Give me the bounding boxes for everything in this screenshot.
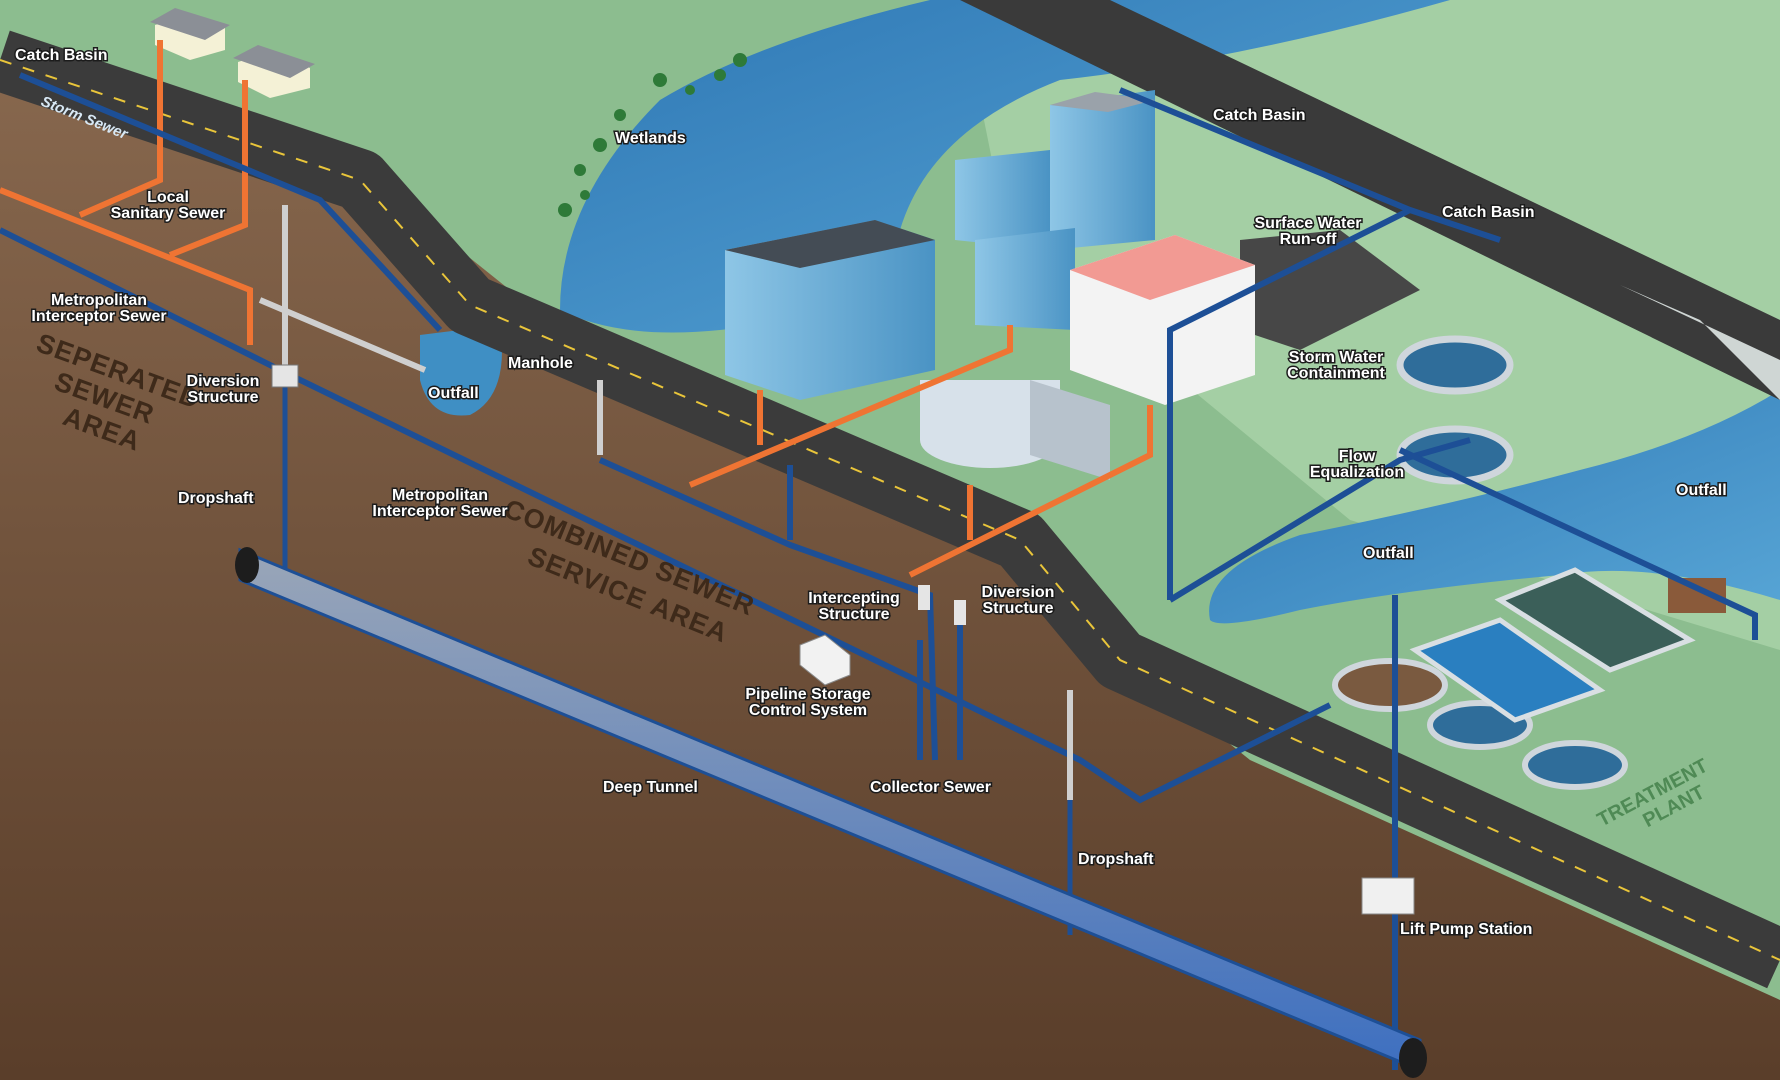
label-wetlands: Wetlands <box>615 130 686 147</box>
label-metro-interceptor-left-1: Metropolitan <box>51 292 147 309</box>
label-deep-tunnel: Deep Tunnel <box>603 779 698 796</box>
treatment-plant-tanks <box>1332 335 1726 790</box>
label-outfall-right: Outfall <box>1676 482 1727 499</box>
label-diversion-right-2: Structure <box>982 600 1053 617</box>
label-catch-basin-top-left: Catch Basin <box>15 47 107 64</box>
label-intercepting-1: Intercepting <box>808 590 900 607</box>
parking-lot <box>1240 230 1420 350</box>
label-intercepting-2: Structure <box>818 606 889 623</box>
main-road-centerline <box>0 59 1780 961</box>
pipeline-storage-box <box>799 634 851 686</box>
round-building <box>920 380 1110 480</box>
grey-shafts <box>258 205 1073 800</box>
label-diversion-left-2: Structure <box>187 389 258 406</box>
diversion-structure-right <box>954 600 966 625</box>
label-flow-eq-1: Flow <box>1339 448 1376 465</box>
river-lower <box>1209 390 1780 624</box>
deep-tunnel-end <box>235 547 259 583</box>
label-local-sanitary-2: Sanitary Sewer <box>111 205 226 222</box>
label-local-sanitary-1: Local <box>147 189 189 206</box>
sanitary-sewer-pipes <box>0 40 1153 578</box>
highway <box>960 0 1780 400</box>
label-storm-water-2: Containment <box>1287 365 1385 382</box>
houses <box>150 8 315 98</box>
apartment-building <box>1070 235 1255 405</box>
label-manhole: Manhole <box>508 355 573 372</box>
label-diversion-left-1: Diversion <box>187 373 260 390</box>
diversion-structure-left <box>271 364 299 388</box>
storm-sewer-pipes <box>0 72 1758 1070</box>
label-catch-basin-right: Catch Basin <box>1442 204 1534 221</box>
label-collector-sewer: Collector Sewer <box>870 779 991 796</box>
deep-tunnel-end-right <box>1399 1038 1427 1078</box>
label-outfall-center: Outfall <box>428 385 479 402</box>
wetland-plants <box>558 53 747 217</box>
label-metro-interceptor-center-1: Metropolitan <box>392 487 488 504</box>
label-pipeline-storage-1: Pipeline Storage <box>745 686 870 703</box>
label-lift-pump: Lift Pump Station <box>1400 921 1532 938</box>
label-dropshaft-left: Dropshaft <box>178 490 254 507</box>
intercepting-structure <box>918 585 930 610</box>
label-metro-interceptor-left-2: Interceptor Sewer <box>31 308 166 325</box>
label-storm-water-1: Storm Water <box>1289 349 1384 366</box>
tower-buildings <box>955 90 1155 330</box>
label-outfall-right-mid: Outfall <box>1363 545 1414 562</box>
label-surface-runoff-1: Surface Water <box>1255 215 1362 232</box>
lift-pump-box <box>1361 877 1415 915</box>
outfall-pool <box>420 325 502 416</box>
label-metro-interceptor-center-2: Interceptor Sewer <box>372 503 507 520</box>
label-flow-eq-2: Equalization <box>1310 464 1404 481</box>
label-catch-basin-top-right: Catch Basin <box>1213 107 1305 124</box>
label-dropshaft-right: Dropshaft <box>1078 851 1154 868</box>
office-building <box>725 220 935 400</box>
label-pipeline-storage-2: Control System <box>749 702 867 719</box>
label-diversion-right-1: Diversion <box>982 584 1055 601</box>
label-surface-runoff-2: Run-off <box>1280 231 1338 248</box>
